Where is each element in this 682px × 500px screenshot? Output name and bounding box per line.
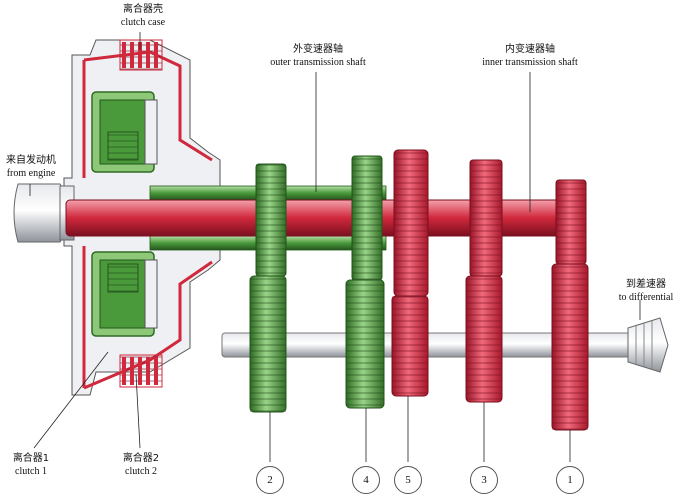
gear-4-drive — [351, 155, 383, 281]
gear-number-3: 3 — [470, 466, 498, 494]
gear-3-drive — [469, 159, 503, 277]
label-clutch-case-en: clutch case — [120, 17, 166, 28]
clutch1-bottom — [91, 251, 158, 337]
gear-number-4: 4 — [352, 466, 380, 494]
label-inner-shaft: 内变速器轴 inner transmission shaft — [468, 43, 592, 69]
label-from-engine-cn: 来自发动机 — [6, 155, 56, 166]
label-clutch2-cn: 离合器2 — [122, 453, 160, 464]
label-to-differential: 到差速器 to differential — [612, 278, 680, 304]
clutch2-discs-top — [119, 39, 163, 71]
gear-1-drive — [555, 179, 587, 265]
label-outer-shaft: 外变速器轴 outer transmission shaft — [258, 43, 378, 69]
gear-2-driven — [249, 275, 287, 413]
clutch2-discs-bottom — [119, 354, 163, 388]
output-shaft — [221, 317, 669, 373]
gear-number-5: 5 — [394, 466, 422, 494]
label-clutch-case-cn: 离合器壳 — [123, 4, 163, 15]
label-outer-shaft-en: outer transmission shaft — [270, 57, 366, 68]
label-clutch1: 离合器1 clutch 1 — [6, 452, 56, 478]
label-to-differential-en: to differential — [618, 292, 674, 303]
gear-1-driven — [551, 263, 589, 431]
label-inner-shaft-en: inner transmission shaft — [482, 57, 578, 68]
label-clutch1-en: clutch 1 — [15, 466, 47, 477]
label-clutch1-cn: 离合器1 — [12, 453, 50, 464]
label-from-engine-en: from engine — [6, 168, 56, 179]
gear-number-2: 2 — [256, 466, 284, 494]
label-outer-shaft-cn: 外变速器轴 — [293, 44, 343, 55]
leader-lines — [29, 32, 641, 462]
label-to-differential-cn: 到差速器 — [626, 279, 666, 290]
label-inner-shaft-cn: 内变速器轴 — [505, 44, 555, 55]
label-from-engine: 来自发动机 from engine — [2, 154, 60, 180]
differential-pinion — [627, 317, 669, 373]
engine-input-shaft — [13, 183, 75, 243]
gear-4-driven — [345, 279, 385, 409]
clutch1-top — [91, 91, 158, 173]
gear-3-driven — [465, 275, 503, 403]
label-clutch-case: 离合器壳 clutch case — [112, 3, 174, 29]
gear-5-drive — [393, 149, 429, 297]
label-clutch2: 离合器2 clutch 2 — [114, 452, 168, 478]
gear-2-drive — [255, 163, 287, 277]
gear-5-driven — [391, 295, 429, 397]
label-clutch2-en: clutch 2 — [125, 466, 157, 477]
gear-number-1: 1 — [556, 466, 584, 494]
